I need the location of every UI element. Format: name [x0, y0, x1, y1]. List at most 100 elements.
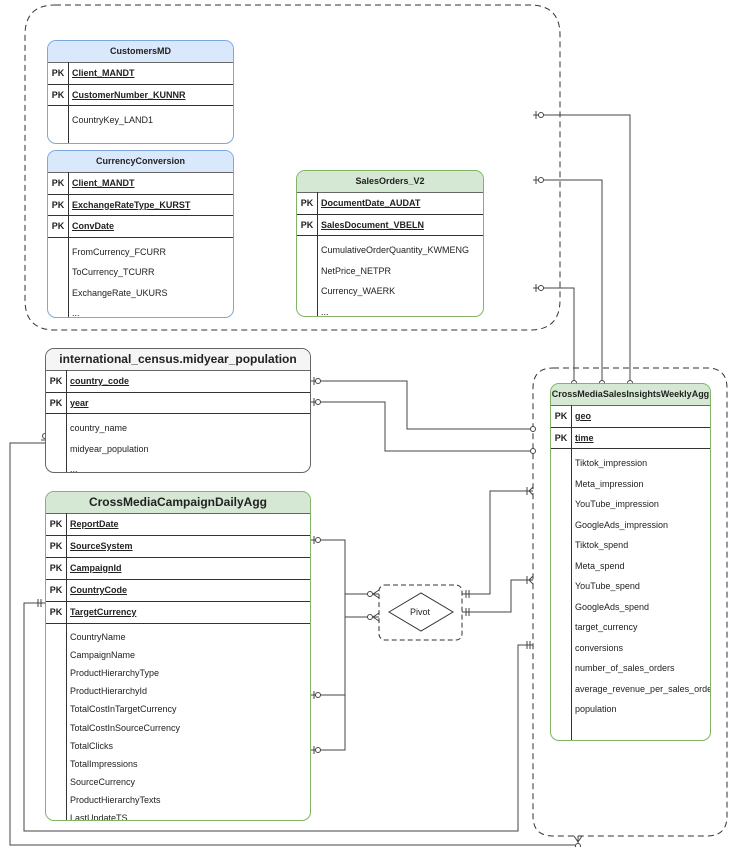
field-row[interactable]: Meta_spend — [551, 556, 710, 577]
pk-field-name: ConvDate — [72, 221, 115, 231]
field-row[interactable]: FromCurrency_FCURR — [48, 242, 233, 263]
pk-badge: PK — [49, 606, 63, 617]
field-row[interactable]: TotalCostInTargetCurrency — [46, 700, 310, 718]
pk-field-name: country_code — [70, 376, 130, 386]
field-name: YouTube_spend — [575, 581, 640, 591]
field-row[interactable]: ... — [46, 459, 310, 473]
pk-badge: PK — [49, 584, 63, 595]
field-row[interactable]: ... — [48, 303, 233, 317]
pk-field-name: SourceSystem — [70, 540, 133, 551]
field-row[interactable]: population — [551, 699, 710, 720]
entity-title: CrossMediaCampaignDailyAgg — [46, 492, 310, 514]
field-row[interactable]: ProductHierarchyTexts — [46, 791, 310, 809]
pk-field-name: DocumentDate_AUDAT — [321, 198, 421, 208]
field-name: Meta_impression — [575, 478, 644, 489]
pk-badge: PK — [51, 221, 65, 231]
pk-field-name: CountryCode — [70, 584, 127, 595]
primary-key-row[interactable]: PK TargetCurrency — [46, 602, 310, 624]
pk-field-name: CampaignId — [70, 562, 122, 573]
field-row[interactable]: LastUpdateTS — [46, 809, 310, 820]
field-row[interactable]: GoogleAds_spend — [551, 597, 710, 618]
pk-badge: PK — [554, 411, 568, 421]
primary-key-row[interactable]: PK country_code — [46, 371, 310, 393]
field-row[interactable]: Tiktok_spend — [551, 535, 710, 556]
field-name: FromCurrency_FCURR — [72, 246, 167, 257]
field-name: SourceCurrency — [70, 777, 136, 788]
field-row[interactable]: ProductHierarchyType — [46, 664, 310, 682]
group-boundary-insights — [532, 367, 728, 837]
pk-field-name: ExchangeRateType_KURST — [72, 199, 191, 210]
field-name: number_of_sales_orders — [575, 663, 675, 673]
field-row[interactable]: ExchangeRate_UKURS — [48, 283, 233, 304]
pk-field-name: ReportDate — [70, 519, 119, 529]
pk-field-name: time — [575, 432, 594, 443]
primary-key-row[interactable]: PK ConvDate — [48, 216, 233, 238]
field-name: YouTube_impression — [575, 499, 659, 509]
pk-field-name: Client_MANDT — [72, 68, 135, 78]
field-row[interactable]: Meta_impression — [551, 474, 710, 495]
entity-title: SalesOrders_V2 — [297, 171, 483, 193]
field-row[interactable]: ProductHierarchyId — [46, 682, 310, 700]
field-row[interactable]: NetPrice_NETPR — [297, 261, 483, 282]
key-column-divider — [317, 192, 318, 316]
field-row[interactable]: ToCurrency_TCURR — [48, 262, 233, 283]
field-name: target_currency — [575, 622, 638, 632]
field-row[interactable]: number_of_sales_orders — [551, 658, 710, 679]
field-row[interactable]: TotalClicks — [46, 737, 310, 755]
field-name: ... — [70, 464, 78, 473]
field-row[interactable]: TotalImpressions — [46, 755, 310, 773]
field-name: TotalImpressions — [70, 758, 138, 769]
field-name: population — [575, 704, 617, 714]
field-row[interactable]: ... — [297, 302, 483, 317]
field-row[interactable]: GoogleAds_impression — [551, 515, 710, 536]
field-row[interactable]: Tiktok_impression — [551, 453, 710, 474]
field-name: midyear_population — [70, 443, 149, 454]
field-row[interactable]: CumulativeOrderQuantity_KWMENG — [297, 240, 483, 261]
field-name: Tiktok_impression — [575, 458, 648, 468]
primary-key-row[interactable]: PK CountryCode — [46, 580, 310, 602]
field-name: ProductHierarchyTexts — [70, 795, 161, 806]
field-row[interactable]: YouTube_spend — [551, 576, 710, 597]
field-row[interactable]: midyear_population — [46, 439, 310, 460]
entity-title: CurrencyConversion — [48, 151, 233, 173]
key-column-divider — [66, 370, 67, 472]
field-row[interactable]: SourceCurrency — [46, 773, 310, 791]
field-row[interactable]: CountryKey_LAND1 — [48, 110, 233, 131]
field-name: CampaignName — [70, 649, 136, 660]
pk-field-name: TargetCurrency — [70, 606, 137, 617]
field-row[interactable]: CampaignName — [46, 646, 310, 664]
entity-title: CrossMediaSalesInsightsWeeklyAgg — [551, 384, 710, 406]
field-name: TotalCostInTargetCurrency — [70, 704, 177, 715]
field-row[interactable]: CountryName — [46, 628, 310, 646]
field-row[interactable]: ... — [48, 131, 233, 144]
field-row[interactable]: average_revenue_per_sales_order — [551, 679, 710, 700]
field-name: GoogleAds_impression — [575, 519, 669, 530]
field-row[interactable]: YouTube_impression — [551, 494, 710, 515]
field-row[interactable]: Currency_WAERK — [297, 281, 483, 302]
field-row[interactable]: conversions — [551, 638, 710, 659]
pk-badge: PK — [49, 376, 63, 386]
pivot-diamond — [388, 592, 454, 632]
field-row[interactable]: TotalCostInSourceCurrency — [46, 719, 310, 737]
field-row[interactable]: country_name — [46, 418, 310, 439]
pk-badge: PK — [49, 397, 63, 408]
field-row[interactable]: target_currency — [551, 617, 710, 638]
